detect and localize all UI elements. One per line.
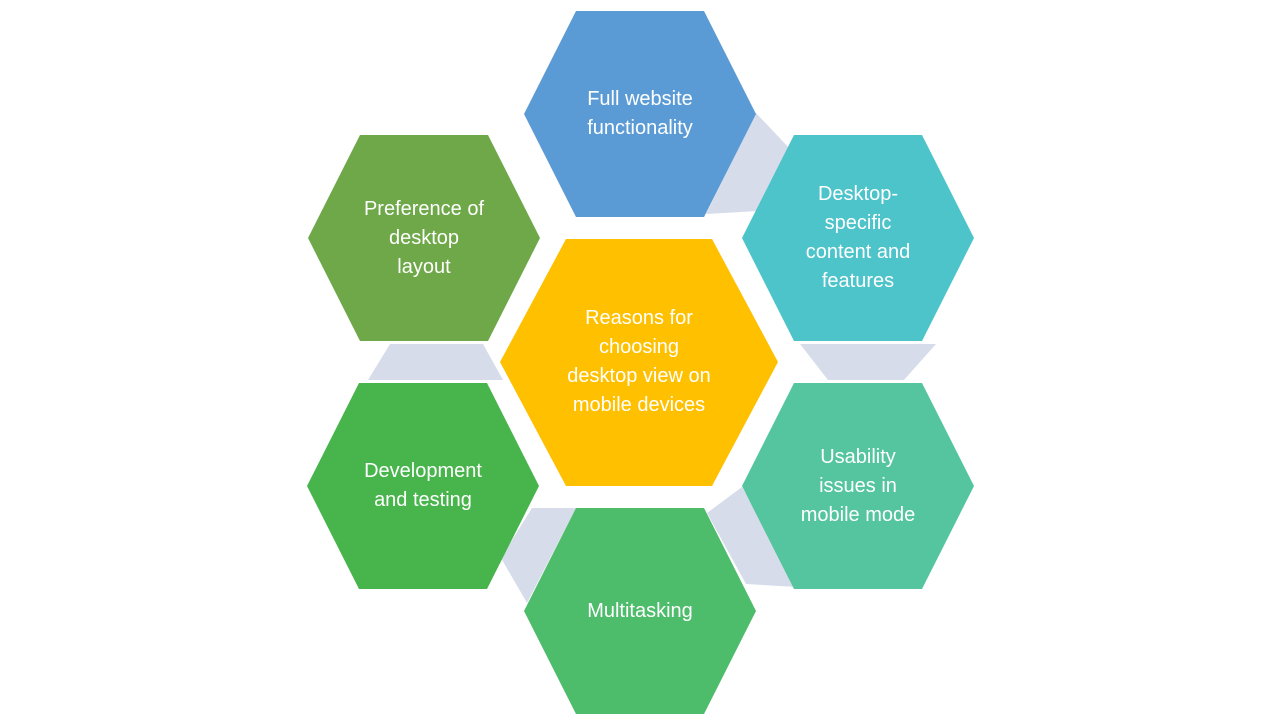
- hexagon-bottom: [524, 508, 756, 714]
- hexagon-top-left: [308, 135, 540, 341]
- hexagon-bottom-right: [742, 383, 974, 589]
- hexagon-center: [500, 239, 778, 486]
- hexagon-top-right: [742, 135, 974, 341]
- connector-bottomright-to-bottom: [707, 487, 797, 587]
- connector-bottomleft-to-topleft: [368, 344, 503, 380]
- connector-bottom-to-bottomleft: [501, 508, 576, 603]
- hexagon-bottom-left: [307, 383, 539, 589]
- hexagon-top: [524, 11, 756, 217]
- connector-topright-to-bottomright: [800, 344, 936, 380]
